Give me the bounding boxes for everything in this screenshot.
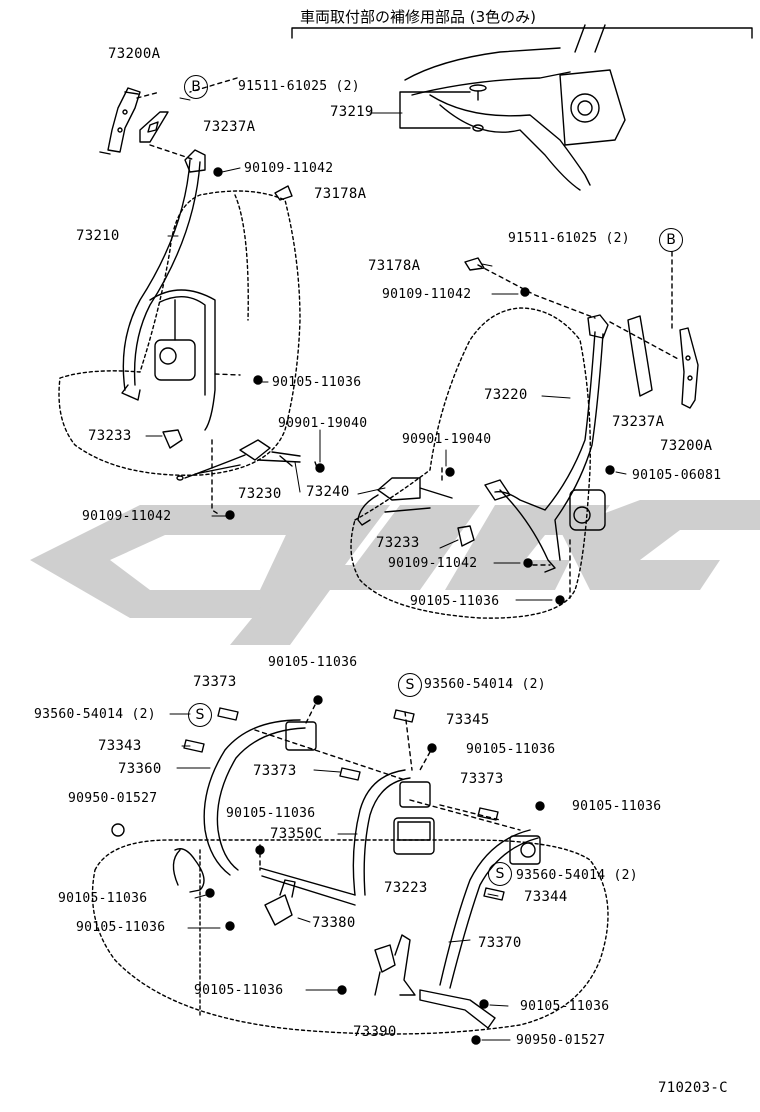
label-90109-11042-b: 90109-11042	[382, 287, 472, 302]
label-93560-left: 93560-54014 (2)	[34, 707, 156, 722]
label-73230: 73230	[238, 486, 282, 502]
label-73380: 73380	[312, 915, 356, 931]
label-90105-11036-j: 90105-11036	[520, 999, 610, 1014]
fasteners-top	[213, 167, 615, 605]
label-73360: 73360	[118, 761, 162, 777]
marker-s-right: S	[488, 862, 512, 886]
marker-s-mid: S	[398, 673, 422, 697]
label-90105-11036-b: 90105-11036	[410, 594, 500, 609]
label-90105-11036-g: 90105-11036	[58, 891, 148, 906]
label-73240: 73240	[306, 484, 350, 500]
label-73237A-right: 73237A	[612, 414, 665, 430]
label-73373-b: 73373	[253, 763, 297, 779]
label-73200A-top: 73200A	[108, 46, 161, 62]
label-90105-11036-a: 90105-11036	[272, 375, 362, 390]
marker-b-top: B	[184, 75, 208, 99]
label-91511-right: 91511-61025 (2)	[508, 231, 630, 246]
label-73350C: 73350C	[270, 826, 323, 842]
label-90105-11036-h: 90105-11036	[76, 920, 166, 935]
label-73343: 73343	[98, 738, 142, 754]
label-73233-a: 73233	[88, 428, 132, 444]
header-bracket	[291, 27, 753, 39]
clips-rear	[111, 707, 505, 901]
label-73370: 73370	[478, 935, 522, 951]
label-73219: 73219	[330, 104, 374, 120]
label-90105-11036-c: 90105-11036	[268, 655, 358, 670]
label-73178A-right: 73178A	[368, 258, 421, 274]
anchor-73200A-right	[627, 315, 699, 409]
label-73237A-top: 73237A	[203, 119, 256, 135]
label-90950-01527-b: 90950-01527	[516, 1033, 606, 1048]
label-90109-11042-d: 90109-11042	[388, 556, 478, 571]
label-93560-right-top: 93560-54014 (2)	[424, 677, 546, 692]
label-73390: 73390	[353, 1024, 397, 1040]
belt-73350C	[259, 769, 435, 906]
label-90105-11036-d: 90105-11036	[466, 742, 556, 757]
diagram-code: 710203-C	[658, 1080, 728, 1096]
label-90901-19040-a: 90901-19040	[278, 416, 368, 431]
front-left-seat	[58, 190, 301, 476]
label-90109-11042-a: 90109-11042	[244, 161, 334, 176]
label-90950-01527-a: 90950-01527	[68, 791, 158, 806]
label-90901-19040-b: 90901-19040	[402, 432, 492, 447]
label-73344: 73344	[524, 889, 568, 905]
label-90105-11036-e: 90105-11036	[572, 799, 662, 814]
label-90105-06081: 90105-06081	[632, 468, 722, 483]
label-90105-11036-f: 90105-11036	[226, 806, 316, 821]
label-73220: 73220	[484, 387, 528, 403]
label-73233-b: 73233	[376, 535, 420, 551]
leader-lines-rear	[254, 704, 521, 871]
belt-73220	[357, 314, 609, 573]
label-93560-right-mid: 93560-54014 (2)	[516, 868, 638, 883]
belt-73370	[419, 829, 541, 1029]
anchor-73200A-top	[99, 87, 169, 155]
label-73373-c: 73373	[460, 771, 504, 787]
label-91511-top: 91511-61025 (2)	[238, 79, 360, 94]
buckle-73230	[176, 439, 301, 481]
belt-73210	[121, 149, 216, 431]
inset-retractor	[399, 24, 626, 191]
label-73223: 73223	[384, 880, 428, 896]
header-title: 車両取付部の補修用部品 (3色のみ)	[300, 8, 537, 26]
buckles-rear	[264, 879, 416, 996]
marker-b-right: B	[659, 228, 683, 252]
front-right-seat	[350, 307, 591, 619]
label-pointers	[145, 97, 627, 1041]
label-90109-11042-c: 90109-11042	[82, 509, 172, 524]
label-73200A-right: 73200A	[660, 438, 713, 454]
clips-top	[162, 185, 485, 547]
label-73178A-top: 73178A	[314, 186, 367, 202]
watermark-logo	[30, 500, 760, 645]
fasteners-rear	[205, 695, 545, 1045]
label-73345: 73345	[446, 712, 490, 728]
label-90105-11036-i: 90105-11036	[194, 983, 284, 998]
marker-s-left: S	[188, 703, 212, 727]
belt-73360	[172, 719, 317, 893]
label-73373-a: 73373	[193, 674, 237, 690]
label-73210: 73210	[76, 228, 120, 244]
